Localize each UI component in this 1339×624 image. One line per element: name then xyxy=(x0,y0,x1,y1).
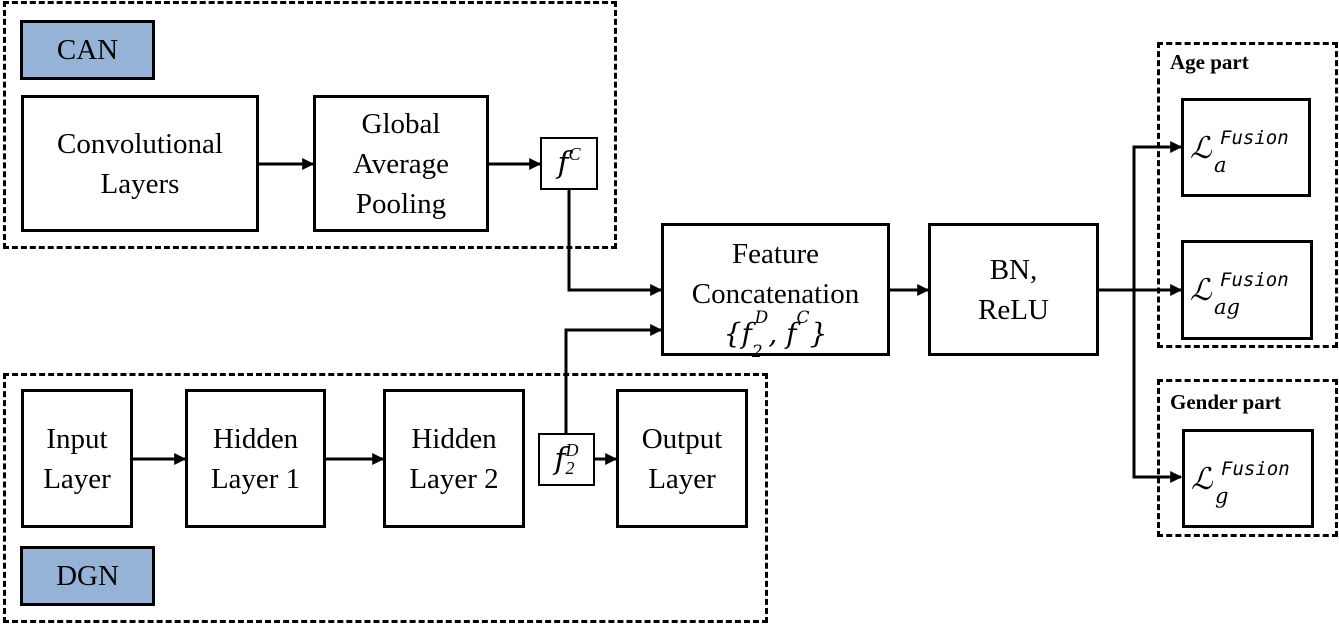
set-separator: , xyxy=(768,317,787,350)
set-f2-sup: C xyxy=(796,307,810,328)
loss-ag-sub: ag xyxy=(1214,295,1240,319)
hidden-layer-2-block: Hidden Layer 2 xyxy=(383,389,525,528)
fc-base: f xyxy=(557,146,569,181)
dgn-group xyxy=(3,373,768,623)
loss-a-sub: a xyxy=(1214,153,1227,177)
loss-g-sup: Fusion xyxy=(1221,458,1290,480)
bn-relu-block: BN, ReLU xyxy=(928,223,1099,356)
can-label: CAN xyxy=(20,20,155,80)
age-part-title: Age part xyxy=(1170,50,1249,74)
hidden-layer-1-block: Hidden Layer 1 xyxy=(185,389,326,528)
set-close-brace: } xyxy=(809,317,828,350)
concat-line-2: Concatenation xyxy=(691,278,860,310)
set-f1: f xyxy=(741,317,752,350)
input-layer-block: Input Layer xyxy=(21,389,133,528)
arrow-fc-to-concat xyxy=(567,190,663,296)
loss-ag-symbol: ℒ xyxy=(1190,273,1212,308)
loss-a-sup: Fusion xyxy=(1220,127,1289,149)
output-layer-block: Output Layer xyxy=(616,389,748,528)
concat-line-1: Feature xyxy=(732,238,819,270)
loss-g-sub: g xyxy=(1215,484,1229,508)
dgn-label: DGN xyxy=(20,546,155,606)
loss-age-gender-fusion: ℒ Fusion ag xyxy=(1181,240,1313,340)
fd-base: f xyxy=(554,442,566,477)
age-part-group xyxy=(1157,42,1338,348)
loss-g-symbol: ℒ xyxy=(1191,462,1213,497)
concat-feature-set: {f2D, fC} xyxy=(664,309,887,360)
global-average-pooling-block: Global Average Pooling xyxy=(313,95,489,232)
set-f1-sub: 2 xyxy=(751,341,763,362)
arrow-bn-to-loss-g xyxy=(1132,290,1183,483)
can-group xyxy=(3,1,617,249)
arrow-bn-to-loss-a xyxy=(1132,141,1183,290)
loss-a-symbol: ℒ xyxy=(1190,131,1212,166)
loss-gender-fusion: ℒ Fusion g xyxy=(1182,429,1314,528)
set-f1-sup: D xyxy=(754,307,769,328)
arrow-fd-to-concat xyxy=(564,324,663,433)
feature-concatenation-block: Feature Concatenation {f2D, fC} xyxy=(661,223,890,360)
loss-age-fusion: ℒ Fusion a xyxy=(1181,98,1311,197)
set-open-brace: { xyxy=(723,317,742,350)
gender-part-title: Gender part xyxy=(1170,390,1282,414)
convolutional-layers-block: Convolutional Layers xyxy=(21,95,259,232)
set-f2: f xyxy=(786,317,797,350)
gender-part-group xyxy=(1157,379,1338,537)
loss-ag-sup: Fusion xyxy=(1220,269,1289,291)
